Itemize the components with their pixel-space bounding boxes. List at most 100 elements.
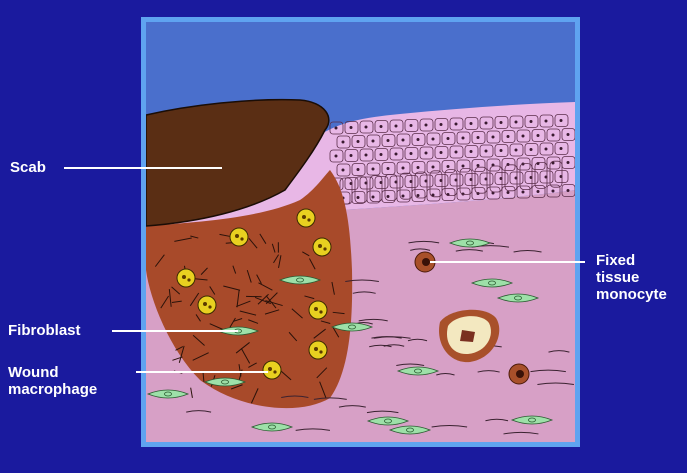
epidermal-nucleus bbox=[387, 167, 390, 170]
monocyte-nucleus bbox=[422, 258, 430, 266]
epidermal-nucleus bbox=[560, 147, 563, 150]
epidermal-nucleus bbox=[455, 123, 458, 126]
epidermal-nucleus bbox=[372, 168, 375, 171]
epidermal-nucleus bbox=[515, 149, 518, 152]
macrophage-granule bbox=[302, 215, 306, 219]
macrophage-granule bbox=[273, 370, 276, 373]
epidermal-nucleus bbox=[425, 124, 428, 127]
epidermal-nucleus bbox=[447, 165, 450, 168]
epidermal-nucleus bbox=[470, 150, 473, 153]
epidermal-nucleus bbox=[537, 134, 540, 137]
epidermal-nucleus bbox=[350, 154, 353, 157]
epidermal-nucleus bbox=[432, 166, 435, 169]
epidermal-nucleus bbox=[402, 167, 405, 170]
epidermal-nucleus bbox=[485, 150, 488, 153]
epidermal-nucleus bbox=[492, 136, 495, 139]
macrophage-granule bbox=[323, 247, 326, 250]
epidermal-nucleus bbox=[387, 139, 390, 142]
epidermal-nucleus bbox=[440, 151, 443, 154]
epidermal-nucleus bbox=[455, 151, 458, 154]
epidermal-nucleus bbox=[417, 138, 420, 141]
epidermal-nucleus bbox=[477, 136, 480, 139]
epidermal-nucleus bbox=[507, 135, 510, 138]
macrophage-cell bbox=[309, 341, 327, 359]
epidermal-nucleus bbox=[342, 141, 345, 144]
epidermal-nucleus bbox=[477, 164, 480, 167]
macrophage-cell bbox=[198, 296, 216, 314]
macrophage-granule bbox=[240, 237, 243, 240]
epidermal-nucleus bbox=[545, 120, 548, 123]
fibroblast-label: Fibroblast bbox=[8, 322, 81, 339]
epidermal-nucleus bbox=[417, 194, 420, 197]
wound-macrophage-label: Wound macrophage bbox=[8, 364, 97, 398]
epidermal-nucleus bbox=[470, 122, 473, 125]
epidermal-nucleus bbox=[402, 139, 405, 142]
epidermal-nucleus bbox=[545, 148, 548, 151]
macrophage-granule bbox=[318, 244, 322, 248]
macrophage-granule bbox=[187, 278, 190, 281]
epidermal-nucleus bbox=[350, 126, 353, 129]
epidermal-nucleus bbox=[462, 165, 465, 168]
macrophage-granule bbox=[182, 275, 186, 279]
epidermal-nucleus bbox=[417, 166, 420, 169]
epidermal-nucleus bbox=[552, 134, 555, 137]
epidermal-nucleus bbox=[387, 195, 390, 198]
macrophage-granule bbox=[319, 310, 322, 313]
macrophage-granule bbox=[268, 367, 272, 371]
macrophage-cell bbox=[263, 361, 281, 379]
epidermal-nucleus bbox=[462, 137, 465, 140]
epidermal-nucleus bbox=[507, 191, 510, 194]
epidermal-nucleus bbox=[402, 195, 405, 198]
fixed-tissue-monocyte-label: Fixed tissue monocyte bbox=[596, 252, 667, 303]
epidermal-nucleus bbox=[380, 125, 383, 128]
epidermal-nucleus bbox=[372, 196, 375, 199]
epidermal-nucleus bbox=[530, 120, 533, 123]
epidermal-nucleus bbox=[335, 155, 338, 158]
macrophage-granule bbox=[314, 307, 318, 311]
macrophage-cell bbox=[297, 209, 315, 227]
epidermal-nucleus bbox=[357, 140, 360, 143]
epidermal-nucleus bbox=[410, 152, 413, 155]
epidermal-nucleus bbox=[440, 123, 443, 126]
epidermal-nucleus bbox=[365, 126, 368, 129]
epidermal-nucleus bbox=[522, 191, 525, 194]
macrophage-granule bbox=[314, 347, 318, 351]
epidermal-nucleus bbox=[567, 189, 570, 192]
macrophage-granule bbox=[235, 234, 239, 238]
macrophage-granule bbox=[203, 302, 207, 306]
epidermal-nucleus bbox=[357, 196, 360, 199]
epidermal-nucleus bbox=[432, 138, 435, 141]
epidermal-nucleus bbox=[567, 133, 570, 136]
scab-label: Scab bbox=[10, 159, 46, 176]
epidermal-nucleus bbox=[410, 124, 413, 127]
macrophage-granule bbox=[319, 350, 322, 353]
macrophage-granule bbox=[307, 218, 310, 221]
epidermal-nucleus bbox=[515, 121, 518, 124]
epidermal-nucleus bbox=[485, 122, 488, 125]
epidermal-nucleus bbox=[357, 168, 360, 171]
epidermal-nucleus bbox=[335, 127, 338, 130]
macrophage-granule bbox=[208, 305, 211, 308]
epidermal-nucleus bbox=[425, 152, 428, 155]
epidermal-nucleus bbox=[380, 153, 383, 156]
macrophage-cell bbox=[309, 301, 327, 319]
epidermal-nucleus bbox=[372, 140, 375, 143]
epidermal-nucleus bbox=[365, 154, 368, 157]
epidermal-nucleus bbox=[500, 121, 503, 124]
macrophage-cell bbox=[230, 228, 248, 246]
epidermal-nucleus bbox=[530, 148, 533, 151]
epidermal-nucleus bbox=[567, 161, 570, 164]
epidermal-nucleus bbox=[342, 169, 345, 172]
epidermal-nucleus bbox=[537, 190, 540, 193]
macrophage-cell bbox=[177, 269, 195, 287]
epidermal-nucleus bbox=[522, 135, 525, 138]
epidermal-nucleus bbox=[395, 125, 398, 128]
monocyte-nucleus bbox=[516, 370, 524, 378]
epidermal-nucleus bbox=[560, 119, 563, 122]
epidermal-nucleus bbox=[500, 149, 503, 152]
macrophage-cell bbox=[313, 238, 331, 256]
epidermal-nucleus bbox=[447, 137, 450, 140]
epidermal-nucleus bbox=[552, 190, 555, 193]
